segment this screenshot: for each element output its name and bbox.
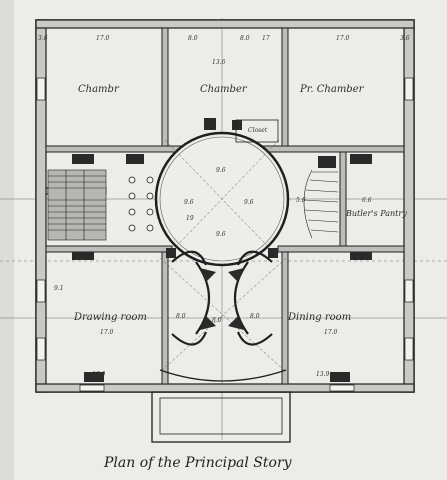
right-staircase (303, 169, 339, 239)
dim-drawing-room-height: 9.1 (54, 285, 64, 292)
room-label-dining-room: Dining room (287, 312, 351, 323)
entry-columns (128, 176, 154, 232)
window-openings (36, 77, 414, 392)
dim-chamber-left-width: 17.0 (96, 35, 110, 42)
room-label-closet: Closet (248, 127, 268, 134)
room-label-chamber-center: Chamber (200, 84, 248, 95)
room-label-chamber-right: Pr. Chamber (299, 84, 365, 95)
dim-rotunda-right: 9.6 (244, 199, 254, 206)
dim-corner-right: 3.6 (400, 35, 410, 42)
interior-walls (45, 27, 405, 385)
dim-center-left: 8.0 (176, 313, 186, 320)
outer-walls (35, 19, 415, 393)
dim-pantry: 6.6 (362, 197, 372, 204)
dim-chamber-center-b: 8.0 (240, 35, 250, 42)
dim-rotunda-bottom: 9.6 (216, 231, 226, 238)
dim-rotunda-left: 9.6 (184, 199, 194, 206)
dim-drawing-room-depth: 13.9 (92, 371, 106, 378)
portico (151, 369, 291, 443)
center-piers (166, 248, 278, 330)
dim-chamber-right-width: 17.0 (336, 35, 350, 42)
dim-chamber-center-a: 8.0 (188, 35, 198, 42)
plan-title: Plan of the Principal Story (103, 455, 293, 471)
paper-shadow-left (0, 0, 14, 480)
center-hall-diagonals (159, 257, 287, 373)
dim-chamber-center-c: 17 (262, 35, 270, 42)
dim-center-mid: 8.0 (212, 317, 222, 324)
fireplaces (72, 118, 372, 382)
dim-stair: 5.6 (296, 197, 306, 204)
rotunda (154, 131, 290, 267)
dim-corner-left: 3.6 (38, 35, 48, 42)
dim-dining-room-depth: 13.9 (316, 371, 330, 378)
dim-dining-room-width: 17.0 (324, 329, 338, 336)
left-staircase (47, 169, 107, 241)
dim-rotunda-diameter: 19 (186, 215, 194, 222)
closet-room (235, 119, 279, 143)
dim-chamber-center-depth: 13.6 (212, 59, 226, 66)
dim-rotunda-top: 9.6 (216, 167, 226, 174)
room-label-butlers-pantry: Butler's Pantry (345, 209, 407, 218)
dim-center-right: 8.0 (250, 313, 260, 320)
room-label-drawing-room: Drawing room (73, 312, 147, 323)
dim-drawing-room-width: 17.0 (100, 329, 114, 336)
room-label-chamber-left: Chambr (78, 84, 120, 95)
